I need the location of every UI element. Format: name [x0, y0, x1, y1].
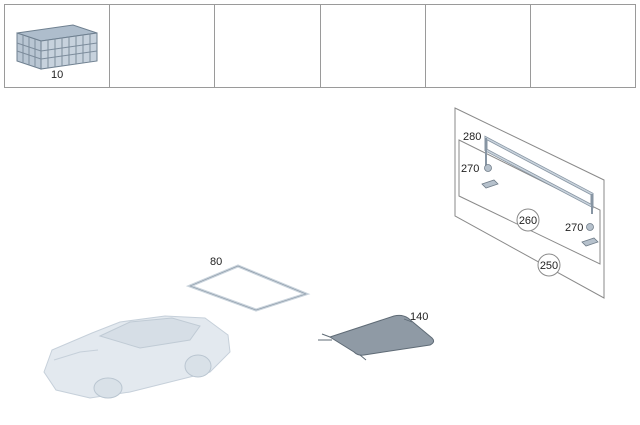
thumbnail-cell-empty: [110, 5, 216, 87]
panel-250-outline: [454, 107, 605, 299]
thumbnail-cell-empty: [215, 5, 321, 87]
callout-280[interactable]: 280: [463, 131, 481, 143]
car-illustration: [43, 315, 231, 399]
callout-250: 250: [540, 260, 558, 272]
callout-140[interactable]: 140: [410, 311, 428, 323]
part-280-rail[interactable]: [484, 135, 594, 214]
callout-80[interactable]: 80: [210, 256, 222, 268]
part-140-mat[interactable]: [318, 314, 435, 361]
callout-260-circle[interactable]: 260: [516, 208, 540, 232]
thumbnail-cell-10[interactable]: 10: [5, 5, 111, 87]
panel-260-outline: [458, 139, 601, 265]
crate-icon: [16, 24, 98, 70]
thumbnail-strip: 10: [4, 4, 636, 88]
thumbnail-label: 10: [50, 69, 64, 81]
thumbnail-cell-empty: [321, 5, 426, 87]
thumbnail-cell-empty: [426, 5, 531, 87]
part-270-clip-a[interactable]: [481, 164, 499, 189]
callout-270-a[interactable]: 270: [461, 163, 479, 175]
callout-270-b[interactable]: 270: [565, 222, 583, 234]
part-270-clip-b[interactable]: [581, 223, 599, 247]
part-80-frame[interactable]: [185, 264, 311, 312]
callout-260: 260: [519, 215, 537, 227]
callout-250-circle[interactable]: 250: [537, 253, 561, 277]
